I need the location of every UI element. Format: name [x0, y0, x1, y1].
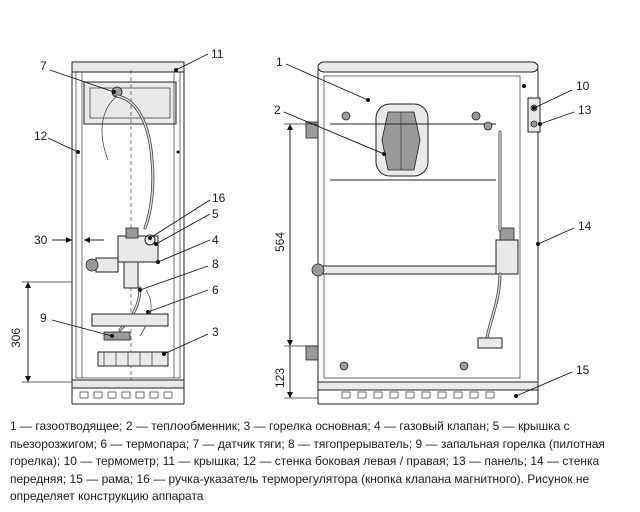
- gas-inlet: [95, 257, 119, 273]
- front-gas-valve: [495, 239, 519, 275]
- callout-8: 8: [212, 257, 219, 271]
- callouts: 11 7 12 16 5 4 8 6 3 9 1 2 10: [34, 47, 592, 398]
- callout-14: 14: [578, 219, 592, 233]
- front-view-dimensions: 564 123: [273, 123, 318, 399]
- callout-10: 10: [576, 79, 590, 93]
- callout-1: 1: [276, 55, 283, 69]
- side-view: [71, 61, 185, 405]
- callout-3: 3: [212, 325, 219, 339]
- front-view-body: [317, 61, 539, 383]
- dim-564: 564: [273, 232, 287, 252]
- dim-306: 306: [9, 328, 23, 348]
- callout-5: 5: [212, 207, 219, 221]
- lid: [71, 61, 185, 73]
- callout-2: 2: [274, 103, 281, 117]
- callout-7: 7: [40, 59, 47, 73]
- base-frame: [71, 379, 185, 389]
- callout-11: 11: [211, 47, 224, 61]
- callout-6: 6: [212, 283, 219, 297]
- legend-caption: 1 — газоотводящее; 2 — теплообменник; 3 …: [10, 419, 605, 503]
- callout-4: 4: [212, 233, 219, 247]
- callout-16: 16: [212, 191, 226, 205]
- dim-123: 123: [273, 368, 287, 388]
- callout-9: 9: [40, 311, 47, 325]
- gas-manifold: [321, 265, 501, 275]
- front-view: [305, 61, 541, 405]
- burner-frame: [91, 313, 169, 327]
- front-frame: [317, 381, 539, 391]
- front-lid: [317, 61, 539, 73]
- callout-15: 15: [576, 363, 590, 377]
- boiler-technical-drawing: 30 306: [9, 47, 592, 405]
- callout-13: 13: [578, 103, 592, 117]
- dim-30: 30: [34, 233, 48, 247]
- pilot-burner: [103, 331, 131, 341]
- main-burner: [97, 351, 169, 367]
- side-view-dimensions: 30 306: [9, 233, 104, 383]
- callout-12: 12: [34, 129, 48, 143]
